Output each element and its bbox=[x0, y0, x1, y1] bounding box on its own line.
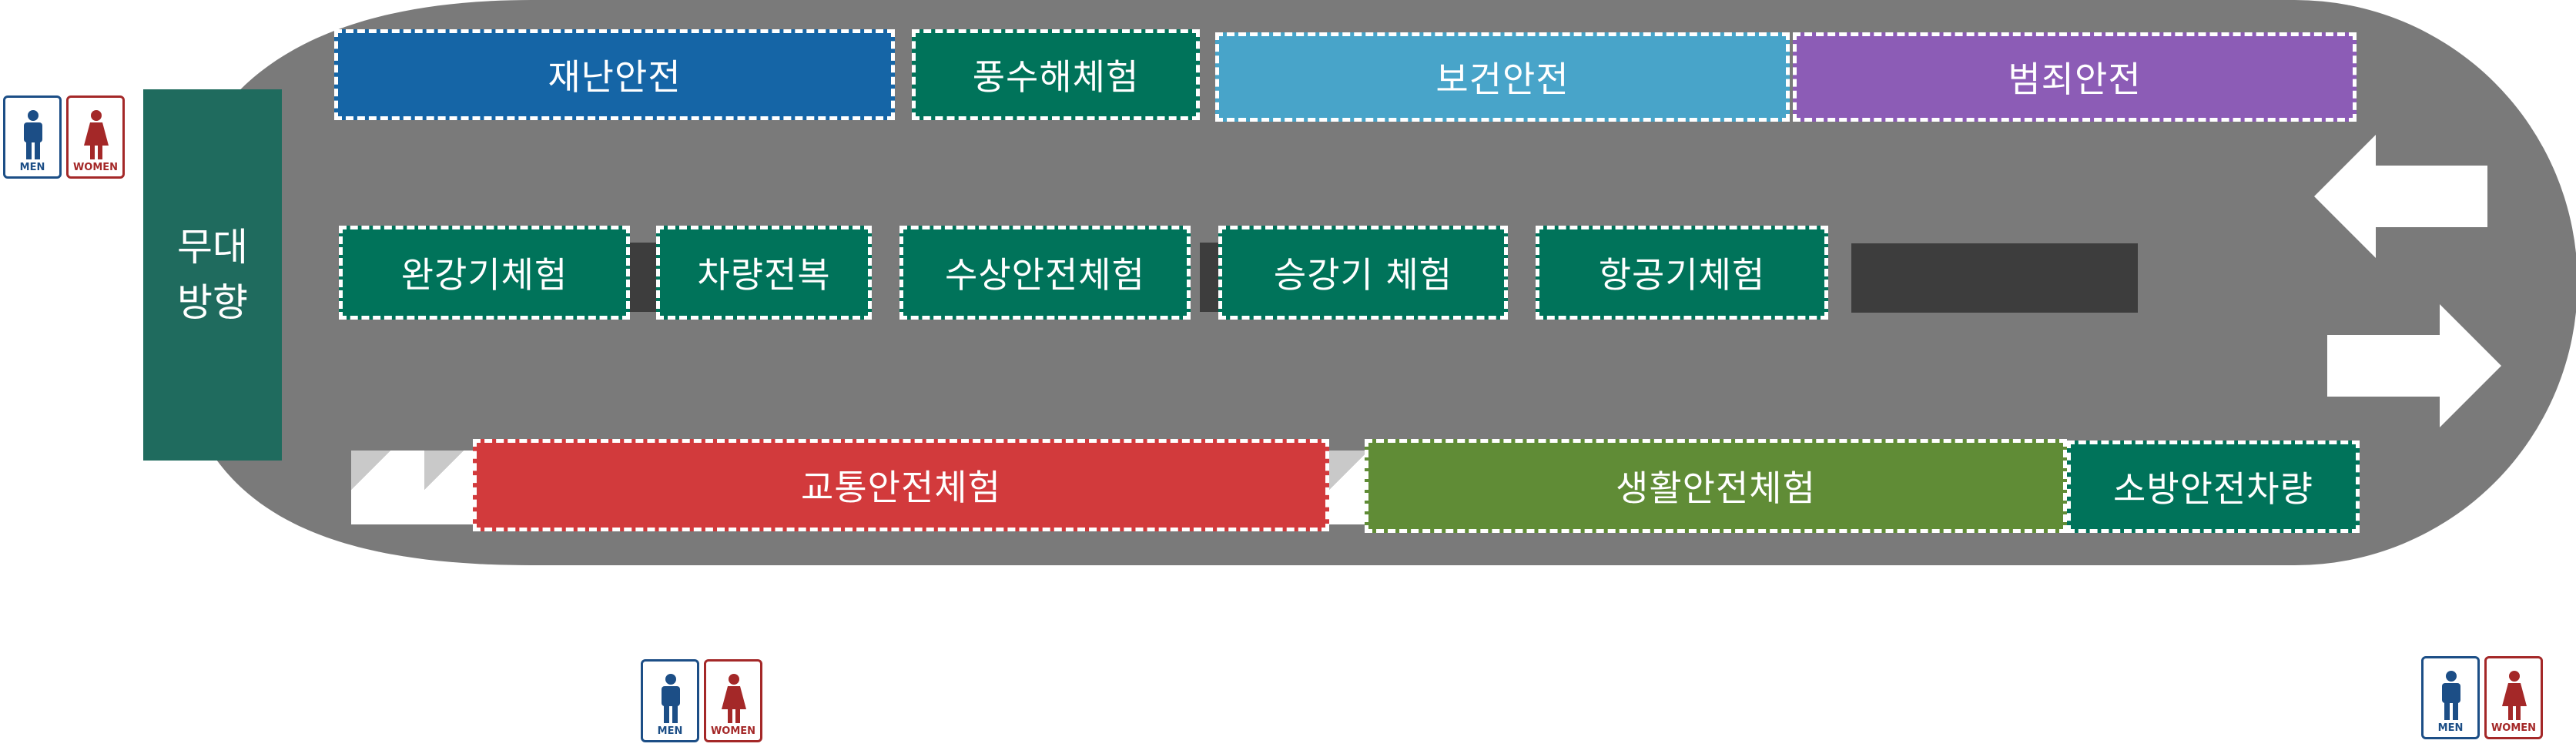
woman-icon bbox=[722, 674, 746, 723]
zone-evacuation-ladder-label: 승강기 체험 bbox=[1273, 254, 1453, 296]
restroom-men-label: MEN bbox=[2437, 722, 2464, 734]
zone-fire-vehicle-label: 소방안전차량 bbox=[2113, 468, 2313, 510]
zone-vehicle-rollover[interactable]: 차량전복 bbox=[656, 226, 872, 320]
stage-label-line2: 방향 bbox=[177, 280, 248, 325]
zone-flood-experience[interactable]: 풍수해체험 bbox=[912, 29, 1200, 120]
man-icon bbox=[24, 110, 42, 159]
stage-direction-panel: 무대 방향 bbox=[143, 89, 282, 461]
restroom-women-label: WOMEN bbox=[72, 162, 119, 173]
right-arrow-icon bbox=[2327, 304, 2501, 427]
restroom-left[interactable]: MEN WOMEN bbox=[3, 95, 125, 179]
restroom-women-card: WOMEN bbox=[704, 659, 762, 742]
restroom-men-label: MEN bbox=[657, 725, 683, 737]
left-arrow-icon bbox=[2314, 135, 2487, 258]
zone-traffic-safety-label: 교통안전체험 bbox=[801, 467, 1001, 508]
zone-health-safety-label: 보건안전 bbox=[1435, 59, 1569, 100]
woman-icon bbox=[2502, 671, 2527, 720]
white-platform-2 bbox=[1329, 451, 1366, 524]
zone-disaster-safety[interactable]: 재난안전 bbox=[334, 29, 895, 120]
zone-daily-life-safety-label: 생활안전체험 bbox=[1616, 467, 1816, 509]
zone-disaster-safety-label: 재난안전 bbox=[548, 56, 682, 98]
zone-water-safety-label: 수상안전체험 bbox=[945, 254, 1145, 296]
restroom-women-card: WOMEN bbox=[66, 95, 125, 179]
zone-traffic-safety[interactable]: 교통안전체험 bbox=[473, 439, 1329, 531]
zone-crime-safety-label: 범죄안전 bbox=[2008, 59, 2142, 100]
restroom-women-label: WOMEN bbox=[710, 725, 756, 737]
zone-health-safety[interactable]: 보건안전 bbox=[1215, 32, 1790, 122]
zone-water-safety[interactable]: 수상안전체험 bbox=[899, 226, 1191, 320]
restroom-women-label: WOMEN bbox=[2491, 722, 2537, 734]
connector-block bbox=[624, 243, 661, 312]
zone-flood-experience-label: 풍수해체험 bbox=[972, 56, 1140, 98]
white-platform bbox=[351, 451, 490, 524]
dark-block bbox=[1851, 243, 2138, 313]
zone-evacuation-ladder[interactable]: 승강기 체험 bbox=[1218, 226, 1508, 320]
restroom-bottom-middle[interactable]: MEN WOMEN bbox=[641, 659, 762, 742]
zone-descending-device-label: 완강기체험 bbox=[400, 254, 568, 296]
man-icon bbox=[2442, 671, 2460, 720]
zone-fire-vehicle[interactable]: 소방안전차량 bbox=[2067, 440, 2360, 533]
zone-vehicle-rollover-label: 차량전복 bbox=[697, 254, 831, 296]
restroom-men-card: MEN bbox=[641, 659, 699, 742]
restroom-bottom-right[interactable]: MEN WOMEN bbox=[2421, 656, 2543, 739]
woman-icon bbox=[84, 110, 109, 159]
zone-aviation-experience-label: 항공기체험 bbox=[1598, 254, 1766, 296]
stage-label-line1: 무대 bbox=[177, 225, 248, 270]
man-icon bbox=[662, 674, 680, 723]
restroom-women-card: WOMEN bbox=[2484, 656, 2543, 739]
restroom-men-label: MEN bbox=[19, 162, 45, 173]
zone-crime-safety[interactable]: 범죄안전 bbox=[1793, 32, 2357, 122]
zone-daily-life-safety[interactable]: 생활안전체험 bbox=[1365, 439, 2067, 533]
restroom-men-card: MEN bbox=[2421, 656, 2480, 739]
zone-aviation-experience[interactable]: 항공기체험 bbox=[1536, 226, 1828, 320]
restroom-men-card: MEN bbox=[3, 95, 62, 179]
zone-descending-device[interactable]: 완강기체험 bbox=[339, 226, 630, 320]
